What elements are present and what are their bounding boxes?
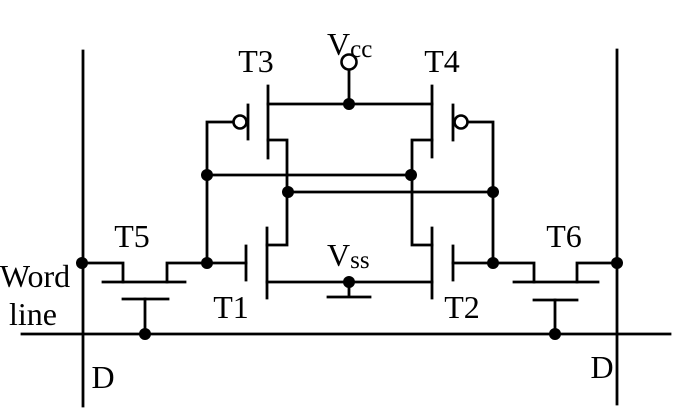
vcc-rail-junction-dot bbox=[343, 98, 355, 110]
vss-label-main: V bbox=[327, 237, 350, 273]
t6-label: T6 bbox=[546, 218, 582, 254]
upper-cross-right-dot bbox=[405, 169, 417, 181]
lower-cross-left-dot bbox=[282, 186, 294, 198]
vcc-label-main: V bbox=[327, 26, 350, 62]
junction-dots bbox=[76, 98, 623, 340]
t1-label: T1 bbox=[213, 289, 249, 325]
vss-label: Vss bbox=[327, 237, 370, 274]
vss-rail-junction-dot bbox=[343, 276, 355, 288]
t4-drain-to-t2-link bbox=[410, 138, 434, 247]
t5-label: T5 bbox=[114, 218, 150, 254]
right-storage-node-dot bbox=[487, 257, 499, 269]
word-line-label-word: Word bbox=[0, 258, 70, 294]
t2-label: T2 bbox=[444, 289, 480, 325]
terminals-and-bubbles bbox=[232, 53, 469, 130]
vcc-label: Vcc bbox=[327, 26, 372, 63]
t5-left-lead bbox=[80, 261, 125, 284]
t4-pmos-gate-bubble bbox=[453, 114, 469, 130]
t4-gate-wire bbox=[466, 120, 495, 265]
lower-cross-right-dot bbox=[487, 186, 499, 198]
vss-label-sub: ss bbox=[350, 247, 369, 274]
left-storage-node-dot bbox=[201, 257, 213, 269]
t6-right-lead bbox=[575, 261, 619, 284]
vcc-terminal-circle bbox=[340, 53, 358, 71]
left-bitline-label: D bbox=[91, 359, 114, 395]
right-bitline-label: D bbox=[590, 349, 613, 385]
vcc-label-sub: cc bbox=[350, 36, 372, 63]
t4-label: T4 bbox=[424, 43, 460, 79]
t6-wordline-junction-dot bbox=[549, 328, 561, 340]
left-bitline-junction-dot bbox=[76, 257, 88, 269]
t3-pmos-gate-bubble bbox=[232, 114, 248, 130]
t5-wordline-junction-dot bbox=[139, 328, 151, 340]
t3-label: T3 bbox=[238, 43, 274, 79]
right-bitline-junction-dot bbox=[611, 257, 623, 269]
wires bbox=[20, 48, 672, 408]
t6-left-lead bbox=[491, 261, 536, 284]
t5-right-lead bbox=[165, 261, 209, 284]
labels: T3 T4 Vcc Vss T5 T6 T1 T2 Word line D D bbox=[0, 26, 614, 395]
word-line-label-line: line bbox=[9, 296, 57, 332]
t3-gate-wire bbox=[205, 120, 235, 265]
upper-cross-left-dot bbox=[201, 169, 213, 181]
